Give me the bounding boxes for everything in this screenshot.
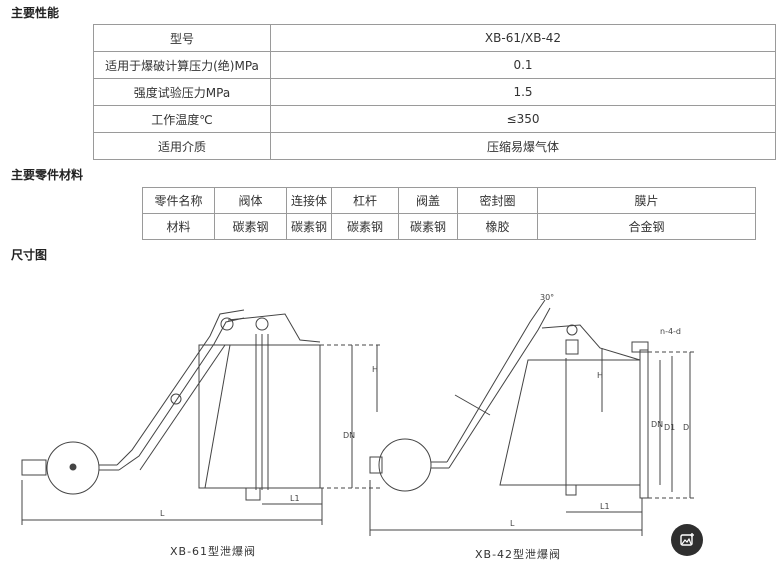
table-cell: 适用于爆破计算压力(绝)MPa xyxy=(93,51,271,79)
dimension-drawing: H DN L L1 H DN D1 D L L1 n-4-d 30° XB-61… xyxy=(21,293,695,561)
valve-xb42-drawing xyxy=(369,299,695,536)
table-cell: XB-61/XB-42 xyxy=(270,24,776,52)
table-cell: 型号 xyxy=(93,24,271,52)
table-cell: 碳素钢 xyxy=(331,213,399,240)
dim-label: H xyxy=(372,365,378,374)
counterweight-ball xyxy=(378,438,432,492)
caption-xb42: XB-42型泄爆阀 xyxy=(475,547,561,561)
table-cell: 膜片 xyxy=(537,187,756,214)
parts-table: 零件名称 阀体 连接体 杠杆 阀盖 密封圈 膜片 材料 碳素钢 碳素钢 碳素钢 … xyxy=(142,187,756,240)
valve-body xyxy=(499,359,641,486)
section-title-materials: 主要零件材料 xyxy=(11,168,84,182)
dim-label: n-4-d xyxy=(660,327,681,336)
table-cell: 密封圈 xyxy=(457,187,538,214)
hinge-pin xyxy=(566,324,578,336)
dim-label: D1 xyxy=(664,423,675,432)
table-row: 强度试验压力MPa 1.5 xyxy=(93,78,776,106)
weight-stub xyxy=(369,456,383,474)
table-cell: 零件名称 xyxy=(142,187,215,214)
table-cell: 碳素钢 xyxy=(398,213,458,240)
table-cell: 强度试验压力MPa xyxy=(93,78,271,106)
table-cell: 工作温度℃ xyxy=(93,105,271,133)
counterweight-ball xyxy=(46,441,100,495)
table-row: 适用于爆破计算压力(绝)MPa 0.1 xyxy=(93,51,776,79)
image-add-button[interactable] xyxy=(671,524,703,556)
table-cell: 合金钢 xyxy=(537,213,756,240)
weight-stub xyxy=(21,459,47,476)
table-cell: 阀盖 xyxy=(398,187,458,214)
table-cell: 适用介质 xyxy=(93,132,271,160)
table-cell: 压缩易爆气体 xyxy=(270,132,776,160)
table-row: 型号 XB-61/XB-42 xyxy=(93,24,776,52)
table-cell: 橡胶 xyxy=(457,213,538,240)
table-cell: 1.5 xyxy=(270,78,776,106)
section-title-dimension: 尺寸图 xyxy=(11,248,48,262)
performance-table: 型号 XB-61/XB-42 适用于爆破计算压力(绝)MPa 0.1 强度试验压… xyxy=(93,24,776,160)
table-cell: 材料 xyxy=(142,213,215,240)
caption-xb61: XB-61型泄爆阀 xyxy=(170,544,256,558)
hinge-pin xyxy=(170,393,182,405)
table-cell: 杠杆 xyxy=(331,187,399,214)
dim-label: DN xyxy=(343,431,355,440)
image-add-icon xyxy=(680,533,694,546)
dim-label: L1 xyxy=(600,502,610,511)
dim-label: L xyxy=(160,509,165,518)
table-cell: 碳素钢 xyxy=(214,213,287,240)
table-cell: ≤350 xyxy=(270,105,776,133)
hinge-pin xyxy=(220,317,234,331)
table-row: 材料 碳素钢 碳素钢 碳素钢 碳素钢 橡胶 合金钢 xyxy=(142,213,756,240)
table-row: 工作温度℃ ≤350 xyxy=(93,105,776,133)
table-row: 零件名称 阀体 连接体 杠杆 阀盖 密封圈 膜片 xyxy=(142,187,756,214)
dim-label: H xyxy=(597,371,603,380)
table-cell: 0.1 xyxy=(270,51,776,79)
table-cell: 连接体 xyxy=(286,187,332,214)
flange xyxy=(639,349,649,499)
valve-xb61-drawing xyxy=(21,309,382,525)
dim-label: D xyxy=(683,423,689,432)
table-cell: 阀体 xyxy=(214,187,287,214)
section-title-performance: 主要性能 xyxy=(11,6,60,20)
dim-label: L xyxy=(510,519,515,528)
table-row: 适用介质 压缩易爆气体 xyxy=(93,132,776,160)
table-cell: 碳素钢 xyxy=(286,213,332,240)
hinge-pin xyxy=(255,317,269,331)
dim-label: L1 xyxy=(290,494,300,503)
dim-label: DN xyxy=(651,420,663,429)
dim-label: 30° xyxy=(540,293,554,302)
